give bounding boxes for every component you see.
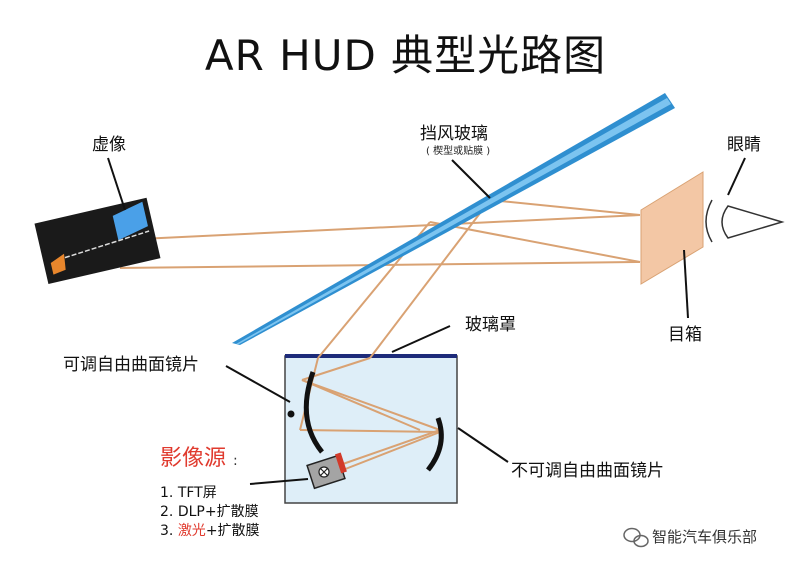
source-item-number: 1. — [160, 485, 178, 501]
source-item-text: TFT屏 — [177, 485, 217, 501]
source-item-1: 1. TFT屏 — [160, 482, 217, 502]
source-item-2: 2. DLP+扩散膜 — [160, 501, 259, 521]
label-adjustable-mirror: 可调自由曲面镜片 — [63, 355, 199, 375]
label-windshield-sub: ( 楔型或贴膜 ) — [426, 146, 491, 157]
source-item-number: 3. — [160, 523, 178, 539]
adjustable-mirror — [303, 371, 324, 454]
page-title: AR HUD 典型光路图 — [204, 31, 607, 80]
eyebox — [640, 171, 704, 285]
source-item-3: 3. 激光+扩散膜 — [160, 520, 260, 540]
light-rays — [119, 199, 641, 476]
source-item-highlight: 激光 — [177, 523, 206, 539]
image-source-title: 影像源 — [160, 446, 227, 471]
source-item-number: 2. — [160, 504, 178, 520]
virtual-image: 128 — [34, 197, 161, 297]
image-source-heading: 影像源 : — [160, 440, 238, 472]
projector-icon — [306, 452, 347, 490]
label-glass-cover: 玻璃罩 — [465, 315, 516, 335]
label-windshield: 挡风玻璃 — [420, 124, 488, 144]
fixed-mirror — [426, 417, 444, 472]
source-item-text: +扩散膜 — [205, 523, 260, 539]
image-source-colon: : — [233, 453, 238, 469]
watermark: 智能汽车俱乐部 — [652, 528, 758, 546]
label-virtual-image: 虚像 — [92, 135, 126, 155]
label-eyebox: 目箱 — [668, 325, 702, 345]
mirror-pivot — [287, 410, 295, 418]
virtual-image-speed: 128 — [52, 279, 77, 297]
wechat-icon — [623, 527, 649, 548]
windshield-highlight — [236, 98, 671, 344]
source-item-text: DLP+扩散膜 — [177, 504, 259, 520]
eye-icon — [705, 199, 785, 243]
label-fixed-mirror: 不可调自由曲面镜片 — [511, 461, 664, 481]
windshield — [232, 93, 675, 345]
leader-lines — [107, 157, 746, 485]
label-eye: 眼睛 — [727, 135, 761, 155]
